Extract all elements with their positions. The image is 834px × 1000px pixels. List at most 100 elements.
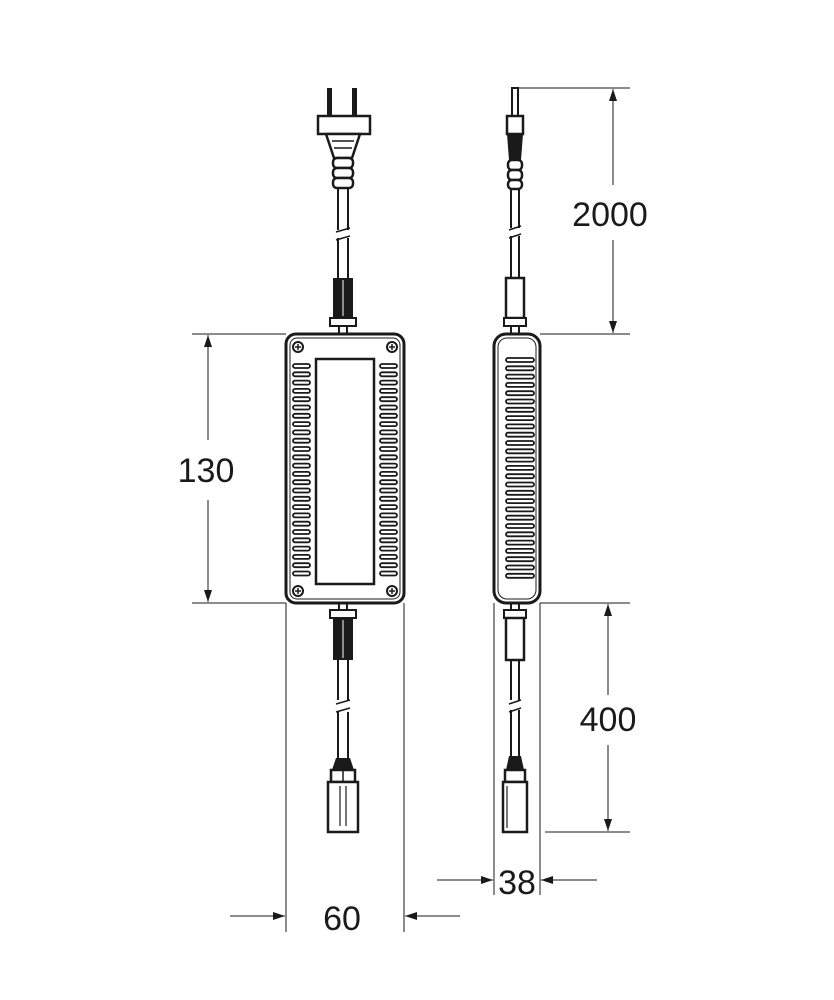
front-view [284,88,406,834]
dimension-body-depth: 38 [437,603,597,902]
vent-slot [292,562,311,569]
side-output-cable [503,603,527,756]
vent-slot [292,470,311,477]
vent-slot [292,429,311,436]
front-housing [284,332,406,605]
vent-slot [505,523,535,529]
side-plug [505,87,525,191]
vent-slot [292,529,311,535]
side-input-cable [503,189,527,334]
vent-slot [505,539,535,546]
screw-top-left [292,341,304,353]
vent-slot [379,379,398,386]
vent-slot [505,514,535,521]
vent-slot [505,440,535,446]
vent-slot [379,529,398,535]
vent-slot [379,462,398,469]
vent-slot [292,487,311,494]
vent-slot [292,570,311,577]
vent-slot [505,431,535,438]
dimension-cable-out: 400 [540,602,637,833]
vent-slot [505,448,535,455]
vent-slot [505,365,535,372]
vent-slot [292,495,311,502]
vent-slot [292,379,311,386]
vent-slot [292,446,311,452]
vent-slot [379,429,398,436]
vent-slot [379,437,398,444]
vent-slot [292,404,311,411]
screw-bottom-right [386,585,398,597]
vent-slot [379,479,398,486]
dimension-label-cable-in: 2000 [572,196,648,234]
vent-slot [379,520,398,527]
vent-slot [379,554,398,560]
vent-slot [292,371,311,378]
vent-slot [292,387,311,394]
side-view [492,87,542,834]
dimension-body-width: 60 [230,603,460,938]
vent-slot [505,415,535,422]
vent-slot [379,363,398,369]
vent-slot [379,396,398,403]
vent-slot [505,556,535,563]
vent-slot [292,421,311,428]
dimension-label-cable-out: 400 [580,701,637,739]
vent-slot [292,479,311,486]
vent-slot [379,537,398,544]
vent-slot [505,473,535,480]
vent-slot [505,531,535,538]
front-input-cable [329,188,357,334]
front-output-cable [329,603,357,758]
vent-slot [379,421,398,428]
vent-slot [292,554,311,560]
vent-slot [379,371,398,378]
vent-slot [505,456,535,463]
dimension-body-height: 130 [178,333,286,604]
vent-slot [505,489,535,496]
vent-slot [505,481,535,488]
vent-slot [292,363,311,369]
vent-slot [505,506,535,513]
vent-slot [379,404,398,411]
vent-slot [379,412,398,419]
side-output-connector [501,756,529,834]
vent-slot [292,545,311,552]
vent-slot [505,373,535,380]
vent-slot [505,390,535,397]
vent-slot [505,548,535,554]
vent-slot [292,462,311,469]
front-vents-left [292,363,311,577]
front-vents-right [379,363,398,577]
dimension-cable-in: 2000 [518,87,648,335]
vent-slot [379,512,398,519]
dimension-label-width: 60 [323,900,361,938]
vent-slot [379,387,398,394]
front-output-connector [326,758,360,834]
vent-slot [379,495,398,502]
vent-slot [292,454,311,461]
vent-slot [379,562,398,569]
vent-slot [292,504,311,511]
vent-slot [505,406,535,413]
vent-slot [379,487,398,494]
vent-slot [379,545,398,552]
side-housing [492,332,542,605]
vent-slot [292,520,311,527]
side-vents [505,357,535,579]
vent-slot [292,537,311,544]
vent-slot [505,498,535,505]
vent-slot [379,504,398,511]
vent-slot [292,396,311,403]
vent-slot [292,412,311,419]
screw-bottom-left [292,585,304,597]
vent-slot [505,572,535,579]
vent-slot [379,470,398,477]
screw-top-right [386,341,398,353]
vent-slot [292,512,311,519]
vent-slot [505,381,535,388]
dimension-label-height: 130 [178,452,235,490]
front-plug [316,88,372,190]
vent-slot [505,357,535,363]
